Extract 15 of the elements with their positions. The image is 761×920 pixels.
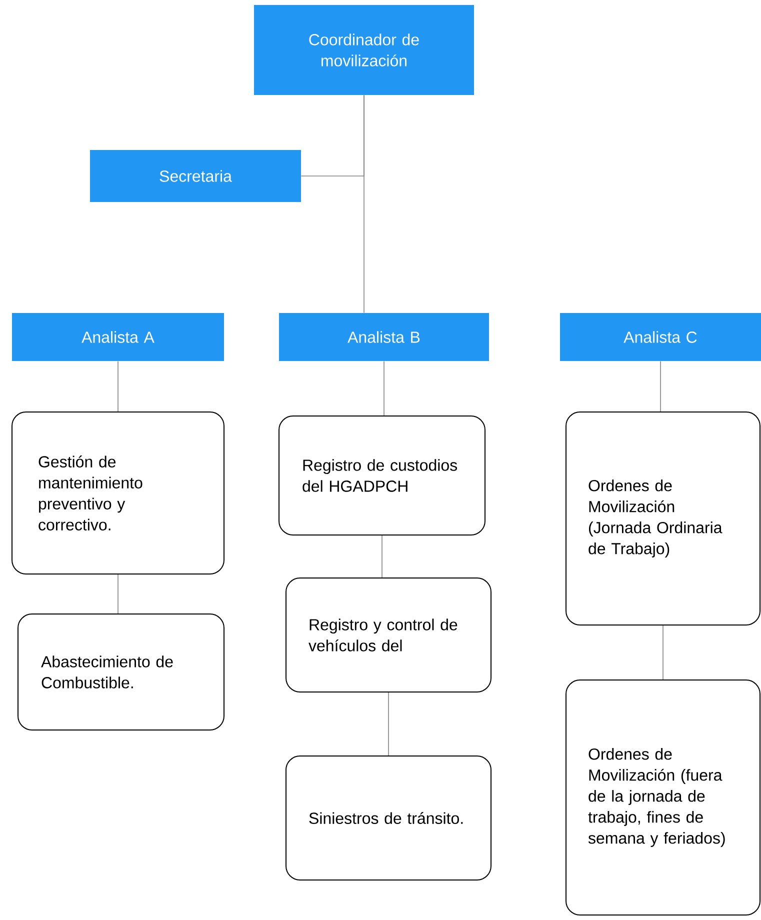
task-box: Gestión de mantenimiento preventivo y correctivo.	[12, 412, 224, 574]
title-box: Secretaria	[90, 150, 301, 202]
task-box: Ordenes de Movilización (fuera de la jornada de trabajo, fines de semana y feriados)	[566, 680, 760, 916]
task-box: Registro y control de vehículos del	[286, 578, 492, 692]
connector-line	[388, 692, 389, 756]
task-box: Ordenes de Movilización (Jornada Ordinaria de Trabajo)	[566, 412, 760, 626]
title-box: Analista B	[279, 313, 489, 361]
task-box: Abastecimiento de Combustible.	[18, 614, 224, 730]
title-box: Analista C	[560, 313, 761, 361]
task-box: Siniestros de tránsito.	[286, 756, 492, 880]
title-box: Analista A	[12, 313, 224, 361]
title-box: Coordinador de movilización	[254, 5, 474, 95]
task-box: Registro de custodios del HGADPCH	[278, 416, 486, 536]
connector-line	[660, 360, 661, 412]
connector-line	[662, 625, 664, 680]
